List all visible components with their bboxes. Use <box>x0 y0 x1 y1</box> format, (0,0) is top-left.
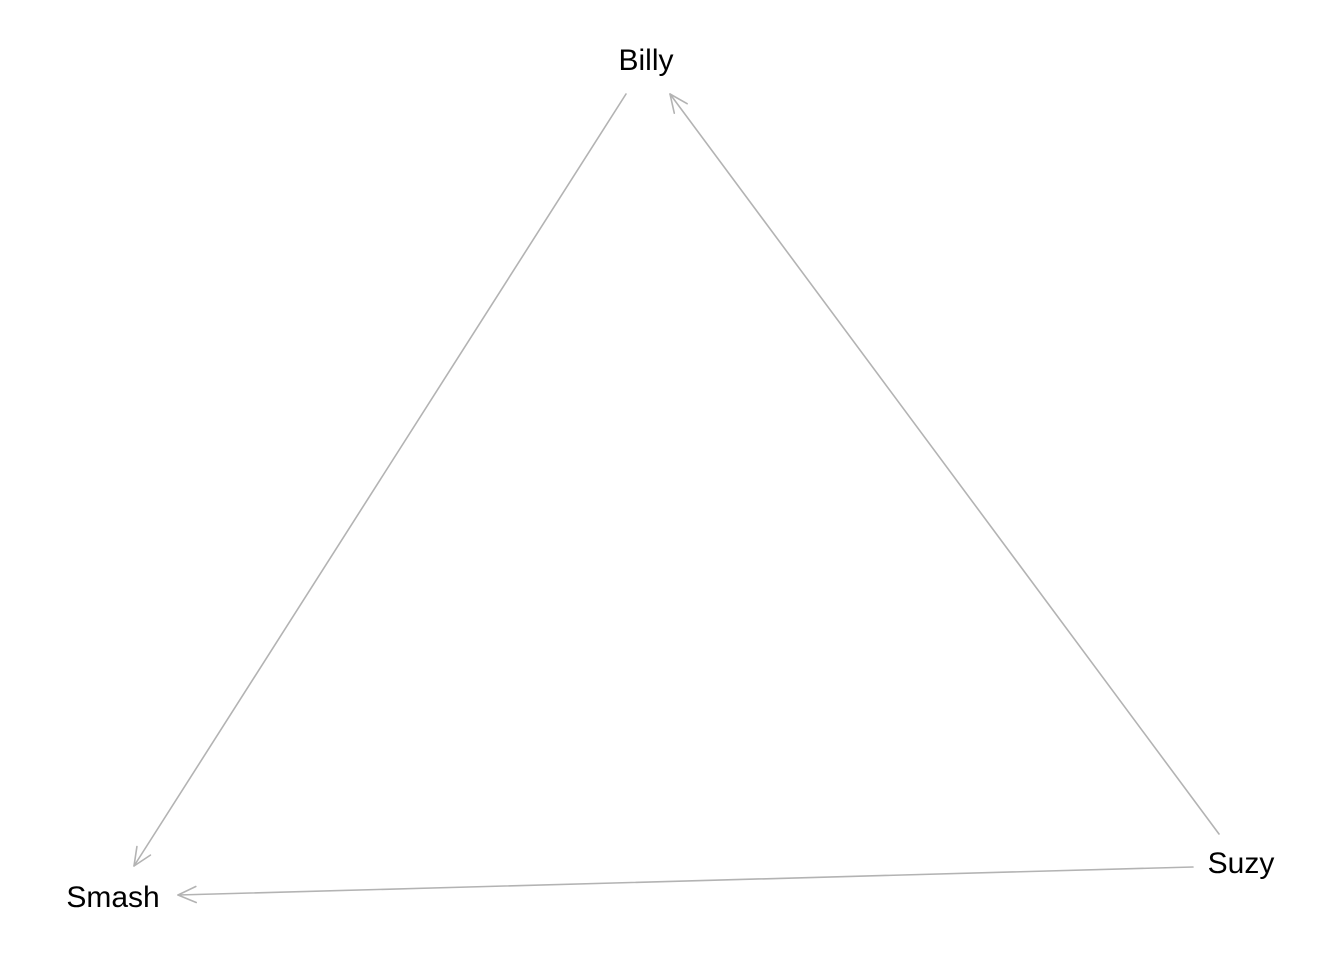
arrowhead-suzy-to-smash <box>177 885 198 904</box>
arrowhead-suzy-to-billy <box>669 93 688 115</box>
node-suzy-label: Suzy <box>1208 847 1275 880</box>
edges-layer <box>133 93 1220 904</box>
node-billy-label: Billy <box>618 44 673 77</box>
nodes-layer: Billy Smash Suzy <box>66 44 1274 914</box>
edge-billy-to-smash <box>133 93 627 867</box>
edge-suzy-to-billy <box>669 93 1220 835</box>
edge-suzy-to-smash <box>177 866 1194 896</box>
arrowhead-billy-to-smash <box>133 845 152 867</box>
node-smash-label: Smash <box>66 881 159 914</box>
